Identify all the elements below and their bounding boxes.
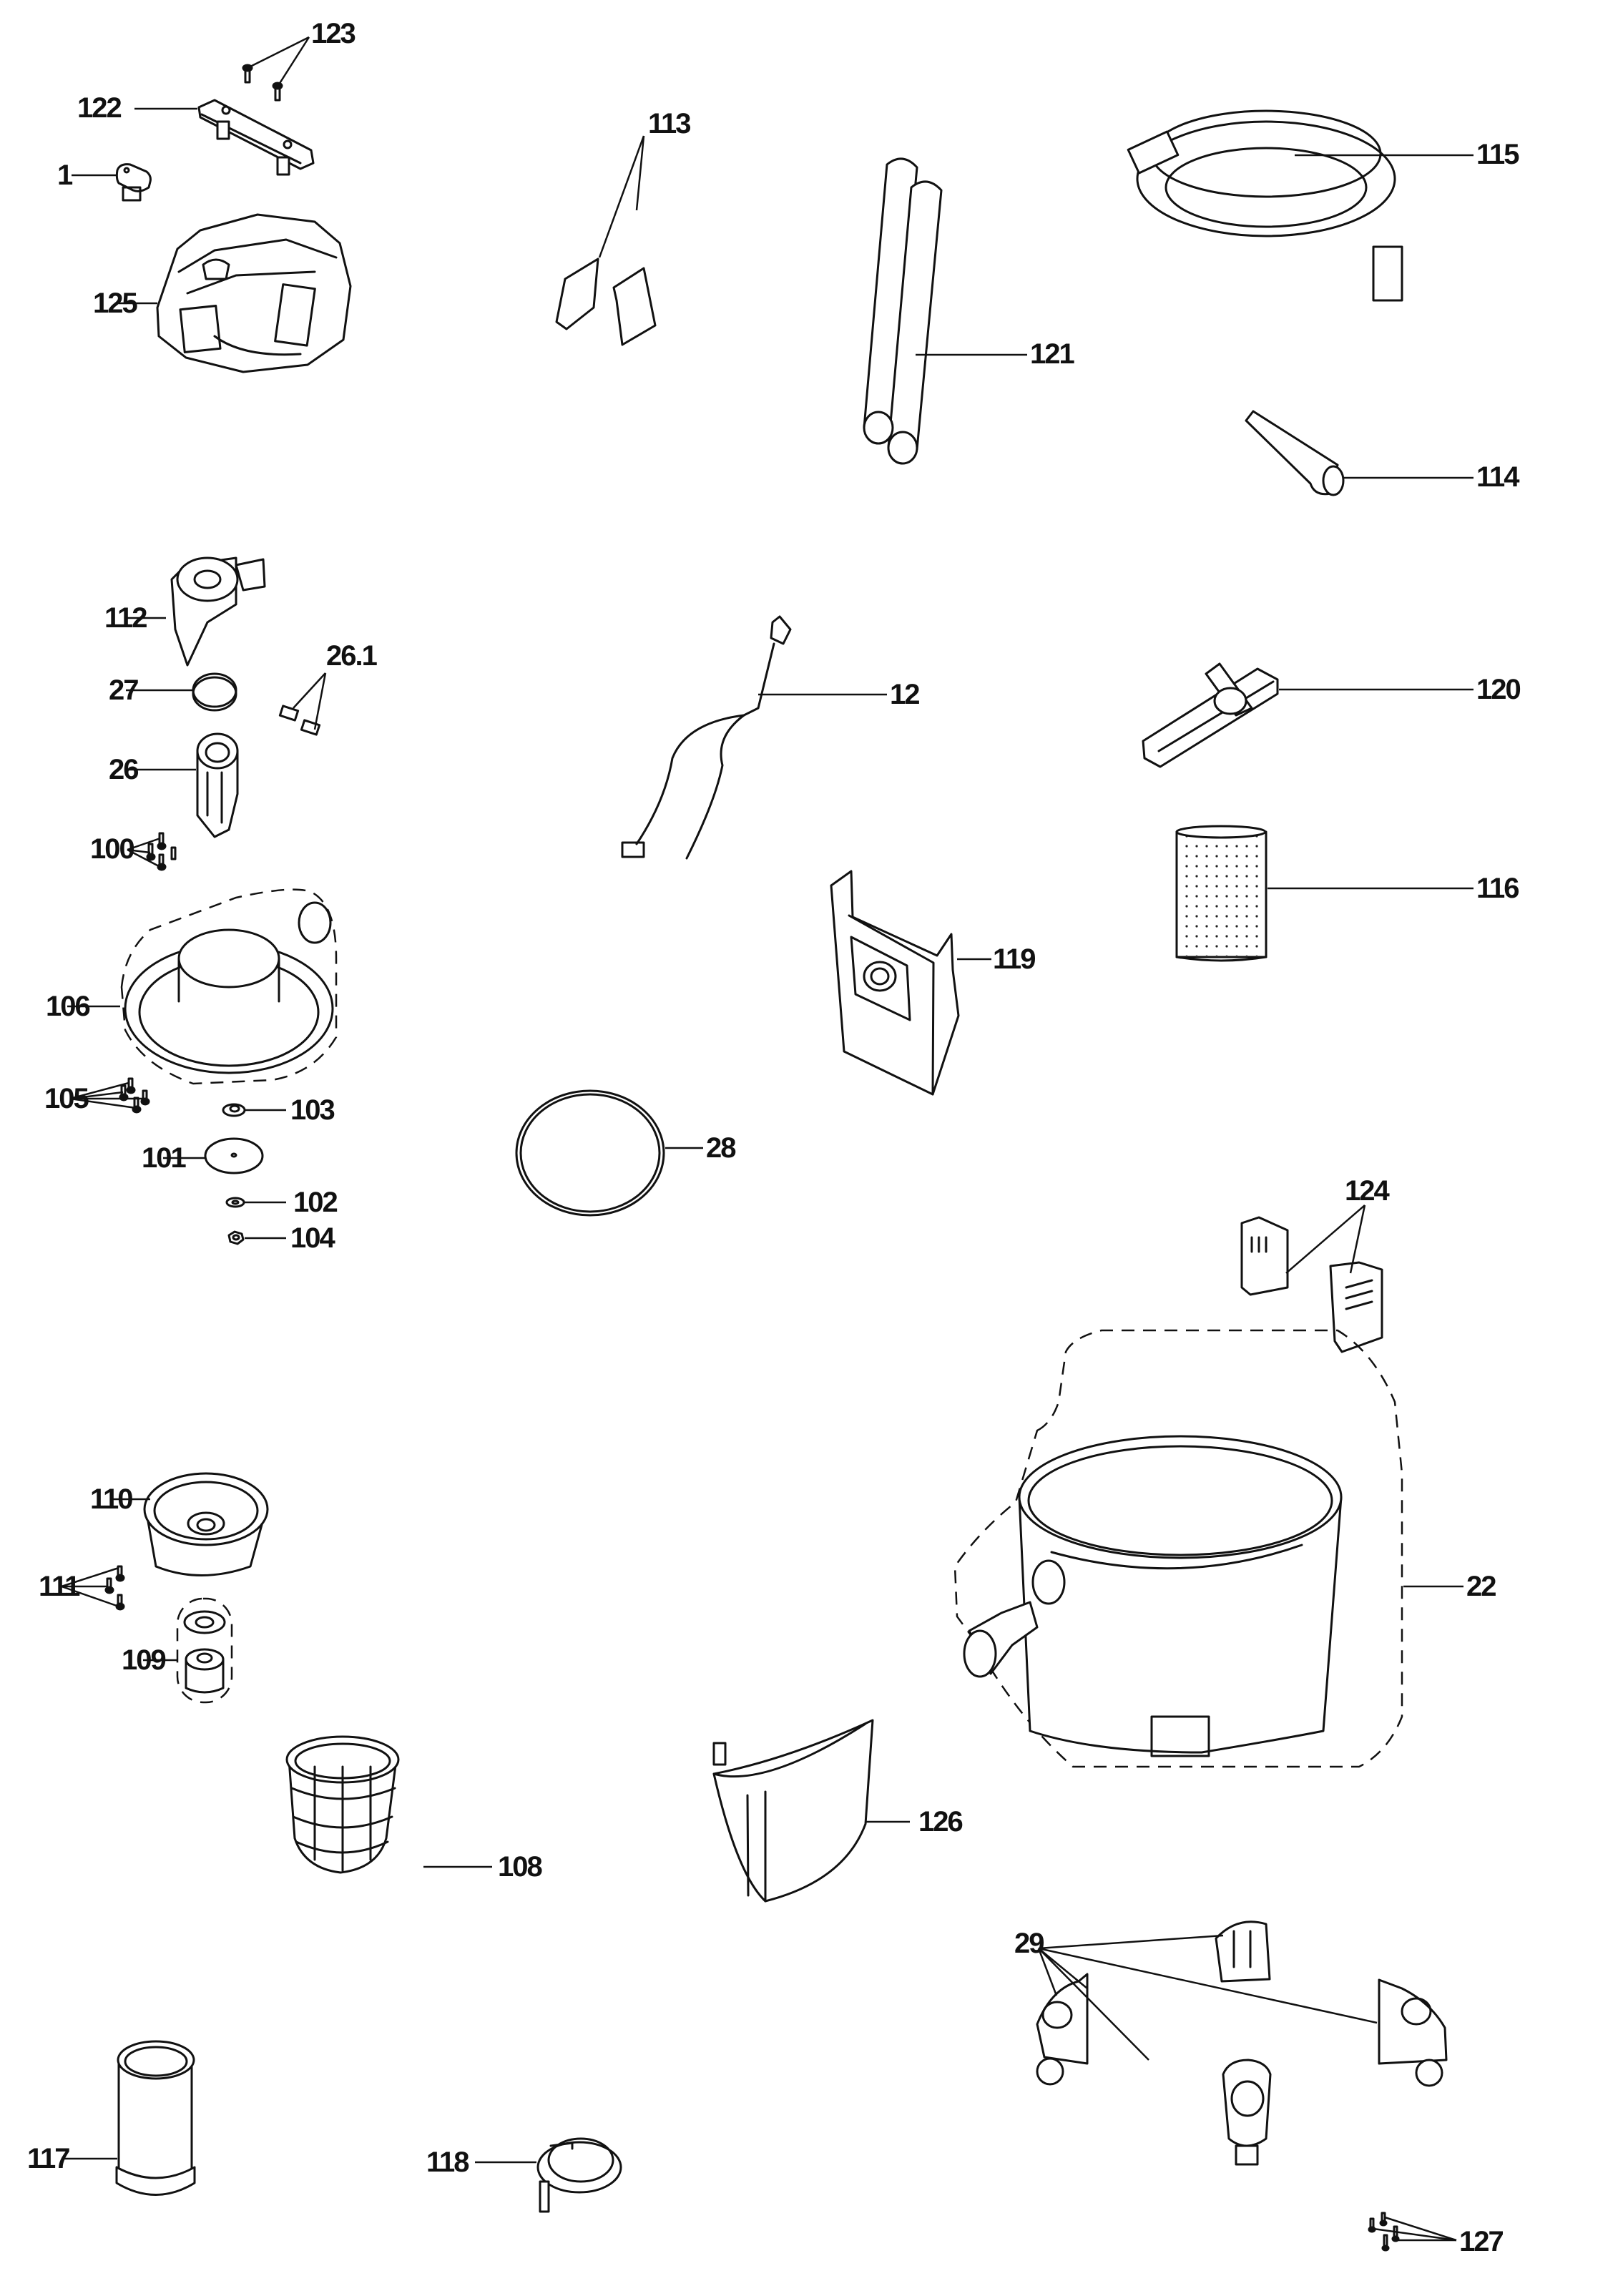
label-109: 109 [122, 1644, 165, 1676]
label-122: 122 [77, 92, 121, 124]
part-126-splash-guard[interactable] [712, 1719, 874, 1903]
label-123: 123 [311, 18, 355, 49]
label-124: 124 [1345, 1175, 1390, 1207]
part-127-screws[interactable] [1368, 2212, 1400, 2252]
leader-124 [1285, 1205, 1366, 1274]
label-1: 1 [57, 160, 73, 191]
part-110-filter-holder[interactable] [143, 1472, 269, 1576]
label-108: 108 [498, 1851, 542, 1883]
label-110: 110 [90, 1483, 132, 1515]
label-119: 119 [993, 943, 1035, 975]
leader-111 [61, 1566, 119, 1608]
leader-26-1 [293, 672, 327, 730]
label-27: 27 [109, 674, 138, 706]
label-120: 120 [1476, 674, 1520, 705]
label-127: 127 [1459, 2226, 1503, 2257]
leader-113 [598, 135, 645, 258]
label-126: 126 [918, 1806, 962, 1838]
part-101-float-disc[interactable] [204, 1137, 264, 1174]
label-104: 104 [290, 1222, 335, 1254]
label-121: 121 [1030, 338, 1074, 370]
part-103-washer[interactable] [222, 1103, 246, 1117]
part-113-gaskets[interactable] [555, 257, 657, 346]
part-122-carry-handle[interactable] [197, 99, 315, 176]
part-26-1-carbon-brushes[interactable] [278, 705, 321, 736]
label-28: 28 [706, 1132, 736, 1164]
part-106-motor-housing[interactable] [120, 888, 338, 1085]
part-118-filter-cap[interactable] [536, 2137, 622, 2213]
label-102: 102 [293, 1187, 337, 1218]
part-123-screws[interactable] [242, 64, 283, 102]
label-101: 101 [142, 1142, 186, 1174]
label-112: 112 [104, 602, 147, 634]
part-114-crevice-nozzle[interactable] [1245, 410, 1345, 496]
part-119-dust-bag[interactable] [830, 870, 960, 1096]
label-29: 29 [1014, 1928, 1044, 1959]
part-100-screws[interactable] [146, 832, 177, 871]
label-26-1: 26.1 [326, 640, 378, 672]
label-113: 113 [648, 108, 690, 139]
part-109-float-assembly[interactable] [176, 1597, 233, 1704]
part-28-tank-seal-ring[interactable] [515, 1089, 665, 1217]
part-102-washer[interactable] [225, 1197, 245, 1208]
label-118: 118 [426, 2147, 469, 2178]
part-108-filter-basket[interactable] [285, 1735, 400, 1874]
part-111-screws[interactable] [104, 1565, 125, 1611]
label-103: 103 [290, 1094, 334, 1126]
part-124-latches[interactable] [1240, 1216, 1383, 1353]
label-26: 26 [109, 754, 138, 785]
label-105: 105 [44, 1083, 89, 1114]
label-115: 115 [1476, 139, 1519, 170]
leader-105 [69, 1081, 143, 1109]
label-117: 117 [27, 2143, 69, 2174]
label-22: 22 [1466, 1571, 1496, 1602]
part-27-motor-seal-ring[interactable] [192, 672, 237, 712]
label-125: 125 [93, 288, 137, 319]
leader-100 [127, 837, 161, 868]
label-116: 116 [1476, 873, 1519, 904]
label-100: 100 [90, 833, 134, 865]
leader-123 [250, 36, 310, 85]
part-120-floor-nozzle[interactable] [1142, 662, 1279, 768]
part-121-extension-tubes[interactable] [863, 157, 943, 465]
part-117-cartridge-filter[interactable] [115, 2040, 196, 2196]
leader-127 [1373, 2216, 1457, 2242]
part-116-foam-filter[interactable] [1175, 825, 1267, 962]
label-12: 12 [890, 679, 919, 710]
part-26-motor[interactable] [196, 732, 239, 838]
label-111: 111 [39, 1571, 80, 1602]
label-106: 106 [46, 991, 89, 1022]
part-115-suction-hose[interactable] [1127, 109, 1403, 302]
label-114: 114 [1476, 461, 1520, 493]
leader-29 [1037, 1934, 1378, 2061]
part-22-container[interactable] [953, 1329, 1403, 1768]
part-125-top-cover[interactable] [156, 213, 352, 373]
part-104-nut[interactable] [227, 1230, 245, 1245]
part-12-power-cord[interactable] [621, 615, 792, 860]
part-1-switch[interactable] [115, 163, 152, 202]
part-29-castor-wheels[interactable] [1036, 1920, 1448, 2166]
part-112-air-guide[interactable] [170, 556, 266, 667]
